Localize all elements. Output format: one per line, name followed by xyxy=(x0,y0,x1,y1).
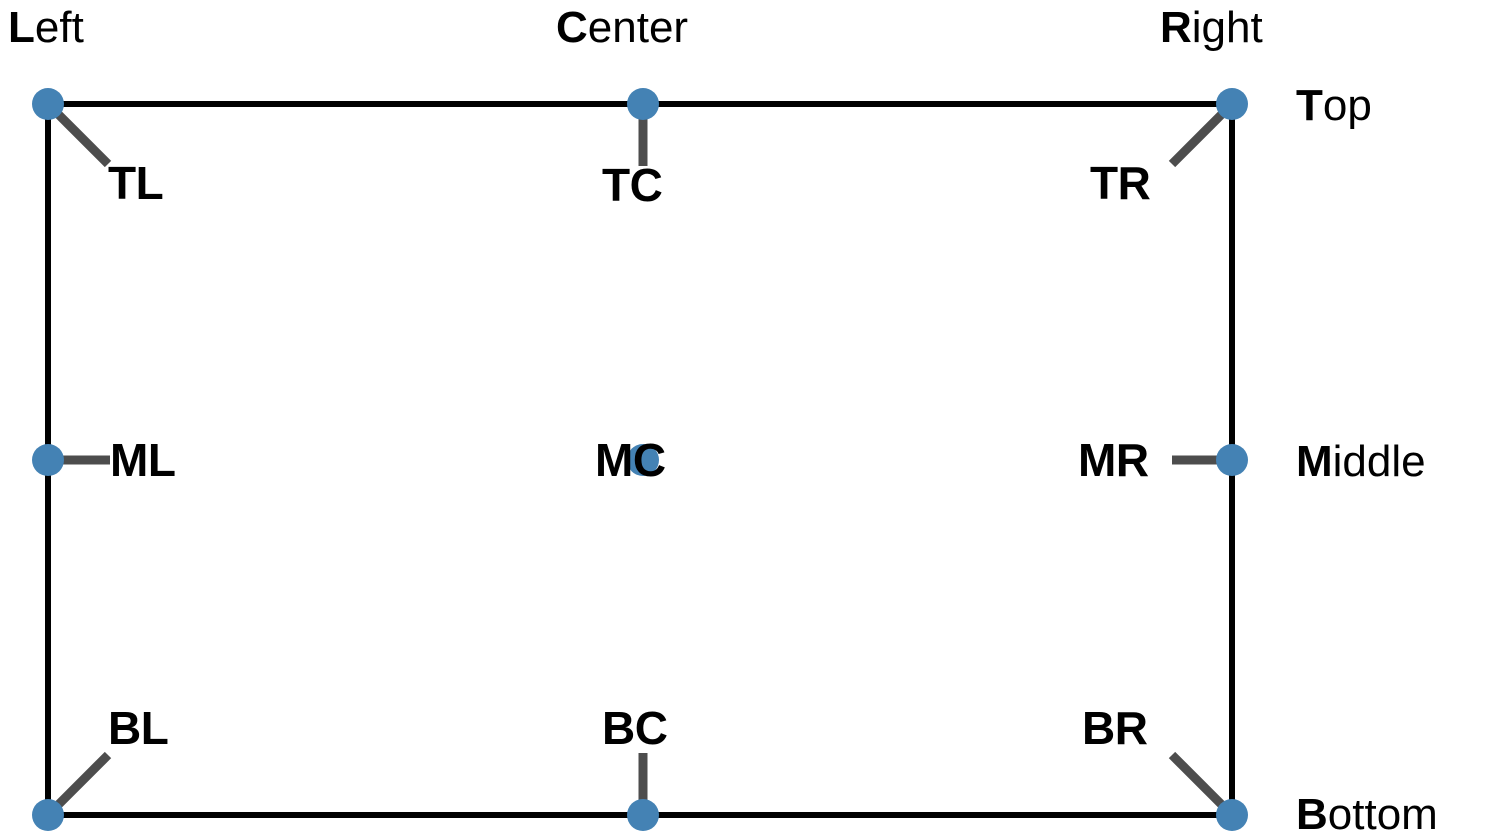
anchor-dot-tr[interactable] xyxy=(1216,88,1248,120)
row-header-initial-bottom: B xyxy=(1296,790,1328,839)
leader-line-bl xyxy=(53,751,112,810)
column-header-initial-right: R xyxy=(1160,3,1192,52)
leader-line-br xyxy=(1168,751,1227,810)
anchor-label-bc[interactable]: BC xyxy=(602,702,668,754)
row-header-rest-middle: iddle xyxy=(1332,437,1426,486)
anchor-dots xyxy=(32,88,1248,831)
column-header-label-right: Right xyxy=(1160,6,1263,50)
anchor-dot-ml[interactable] xyxy=(32,444,64,476)
anchor-dot-tc[interactable] xyxy=(627,88,659,120)
column-header-rest-right: ight xyxy=(1191,3,1263,52)
anchor-label-ml[interactable]: ML xyxy=(110,434,176,486)
anchor-dot-bl[interactable] xyxy=(32,799,64,831)
anchor-dot-tl[interactable] xyxy=(32,88,64,120)
column-header-initial-left: L xyxy=(8,3,35,52)
row-header-label-top: Top xyxy=(1296,84,1372,128)
row-header-rest-top: op xyxy=(1322,81,1372,130)
leader-lines xyxy=(53,109,1227,810)
anchor-label-mc[interactable]: MC xyxy=(595,434,666,486)
column-header-label-left: Left xyxy=(8,6,84,50)
row-header-label-middle: Middle xyxy=(1296,440,1426,484)
column-header-label-center: Center xyxy=(556,6,688,50)
anchor-label-mr[interactable]: MR xyxy=(1078,434,1149,486)
anchor-dot-br[interactable] xyxy=(1216,799,1248,831)
anchor-label-tl[interactable]: TL xyxy=(108,157,164,209)
anchor-label-tr[interactable]: TR xyxy=(1090,157,1151,209)
anchor-dot-bc[interactable] xyxy=(627,799,659,831)
anchor-dot-mr[interactable] xyxy=(1216,444,1248,476)
anchor-label-bl[interactable]: BL xyxy=(108,702,169,754)
row-header-rest-bottom: ottom xyxy=(1327,790,1438,839)
anchor-label-br[interactable]: BR xyxy=(1082,702,1148,754)
row-header-initial-top: T xyxy=(1296,81,1323,130)
row-header-initial-middle: M xyxy=(1296,437,1333,486)
anchor-dot-mc[interactable] xyxy=(627,444,659,476)
column-header-rest-left: eft xyxy=(34,3,84,52)
column-header-initial-center: C xyxy=(556,3,588,52)
leader-line-tl xyxy=(53,109,112,168)
anchor-label-tc[interactable]: TC xyxy=(602,159,663,211)
column-header-rest-center: enter xyxy=(587,3,689,52)
row-header-label-bottom: Bottom xyxy=(1296,793,1438,837)
leader-line-tr xyxy=(1168,109,1227,168)
